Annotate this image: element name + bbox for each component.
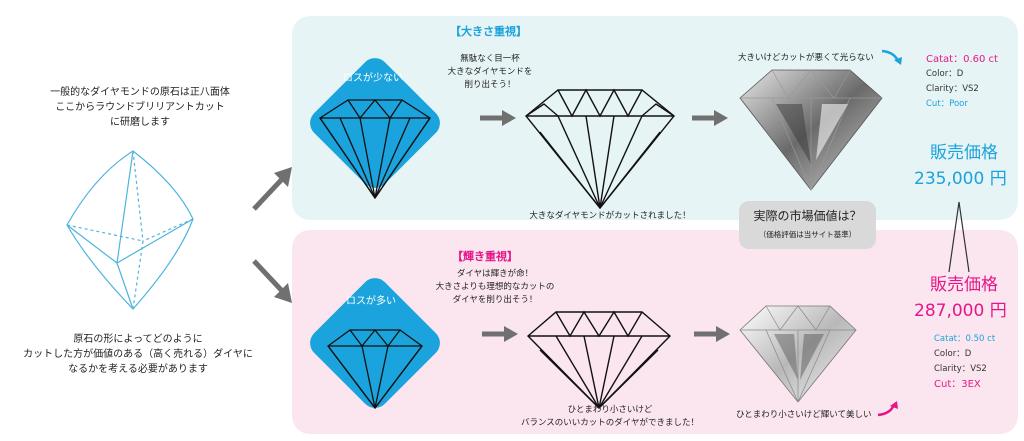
outro-text: 原石の形によってどのように カットした方が価値のある（高く売れる）ダイヤに なる… — [8, 332, 268, 377]
arrow-right-icon — [482, 326, 518, 342]
market-note: （価格評価は当サイト基準） — [758, 230, 857, 239]
intro-line-2: ここからラウンドブリリアントカット — [55, 102, 225, 113]
bottom-price: 287,000 円 — [914, 301, 1007, 321]
bottom-specs: Catat：0.50 ct Color：D Clarity：VS2 Cut：3E… — [934, 332, 995, 392]
dull-result-comment: 大きいけどカットが悪くて光らない — [738, 53, 874, 63]
rough-stone-cut-outline-bottom-icon — [310, 278, 440, 410]
intro-line-3: に研磨します — [110, 117, 170, 128]
arrow-down-right-icon — [252, 259, 292, 303]
intro-line-1: 一般的なダイヤモンドの原石は正八面体 — [50, 87, 230, 98]
brilliance-priority-note: ダイヤは輝きが命！ 大きさよりも理想的なカットの ダイヤを削り出そう！ — [420, 268, 570, 307]
octahedron-rough-stone-icon — [66, 150, 194, 310]
bottom-price-label: 販売価格 — [930, 275, 998, 295]
curved-arrow-blue-icon — [881, 49, 902, 65]
loss-large-badge-label: ロスが多い — [346, 296, 396, 307]
brilliant-result-comment: ひとまわり小さいけど輝いて美しい — [736, 410, 872, 420]
carat-spec: Catat：0.50 ct — [934, 334, 996, 344]
size-priority-note: 無駄なく目一杯 大きなダイヤモンドを 削り出そう！ — [430, 53, 550, 92]
arrow-right-icon — [692, 110, 728, 126]
cut-spec: Cut：Poor — [926, 99, 968, 109]
caption-line-1: ひとまわり小さいけど — [567, 405, 653, 415]
color-spec: Color：D — [934, 349, 972, 359]
size-priority-caption: 大きなダイヤモンドがカットされました！ — [529, 211, 691, 221]
rough-stone-cut-outline-top-icon — [310, 58, 440, 200]
intro-text: 一般的なダイヤモンドの原石は正八面体 ここからラウンドブリリアントカット に研磨… — [20, 85, 260, 130]
clarity-spec: Clarity：VS2 — [934, 364, 987, 374]
cut-diamond-small-icon — [526, 310, 672, 409]
diamond-photo-brilliant-icon — [739, 305, 857, 403]
outro-line-3: なるかを考える必要があります — [68, 364, 208, 375]
comparison-less-than-icon — [948, 201, 970, 273]
diamond-photo-dull-icon — [739, 69, 883, 191]
arrow-right-icon — [694, 326, 730, 342]
market-value-box: 実際の市場価値は？ （価格評価は当サイト基準） — [739, 201, 876, 249]
market-title: 実際の市場価値は？ — [753, 209, 862, 223]
cut-diamond-large-icon — [525, 88, 675, 210]
note-line-2: 大きさよりも理想的なカットの — [435, 282, 555, 292]
top-specs: Catat：0.60 ct Color：D Clarity：VS2 Cut：Po… — [926, 52, 998, 112]
brilliance-priority-tag: 【輝き重視】 — [452, 250, 518, 263]
arrow-right-icon — [480, 110, 516, 126]
top-price: 235,000 円 — [914, 169, 1007, 189]
brilliance-priority-caption: ひとまわり小さいけど バランスのいいカットのダイヤができました！ — [490, 404, 730, 430]
outro-line-2: カットした方が価値のある（高く売れる）ダイヤに — [23, 349, 253, 360]
cut-spec: Cut：3EX — [934, 379, 981, 390]
loss-small-badge-label: ロスが少ない — [343, 73, 403, 84]
caption-line-2: バランスのいいカットのダイヤができました！ — [520, 418, 700, 428]
arrow-up-right-icon — [252, 167, 292, 211]
note-line-2: 大きなダイヤモンドを — [447, 67, 533, 77]
outro-line-1: 原石の形によってどのように — [73, 334, 203, 345]
clarity-spec: Clarity：VS2 — [926, 84, 979, 94]
note-line-3: ダイヤを削り出そう！ — [452, 295, 538, 305]
color-spec: Color：D — [926, 69, 964, 79]
note-line-1: ダイヤは輝きが命！ — [456, 269, 534, 279]
curved-arrow-pink-icon — [877, 401, 898, 417]
carat-spec: Catat：0.60 ct — [926, 54, 998, 65]
size-priority-tag: 【大きさ重視】 — [450, 25, 527, 38]
top-price-label: 販売価格 — [930, 143, 998, 163]
note-line-1: 無駄なく目一杯 — [460, 54, 520, 64]
note-line-3: 削り出そう！ — [464, 80, 516, 90]
